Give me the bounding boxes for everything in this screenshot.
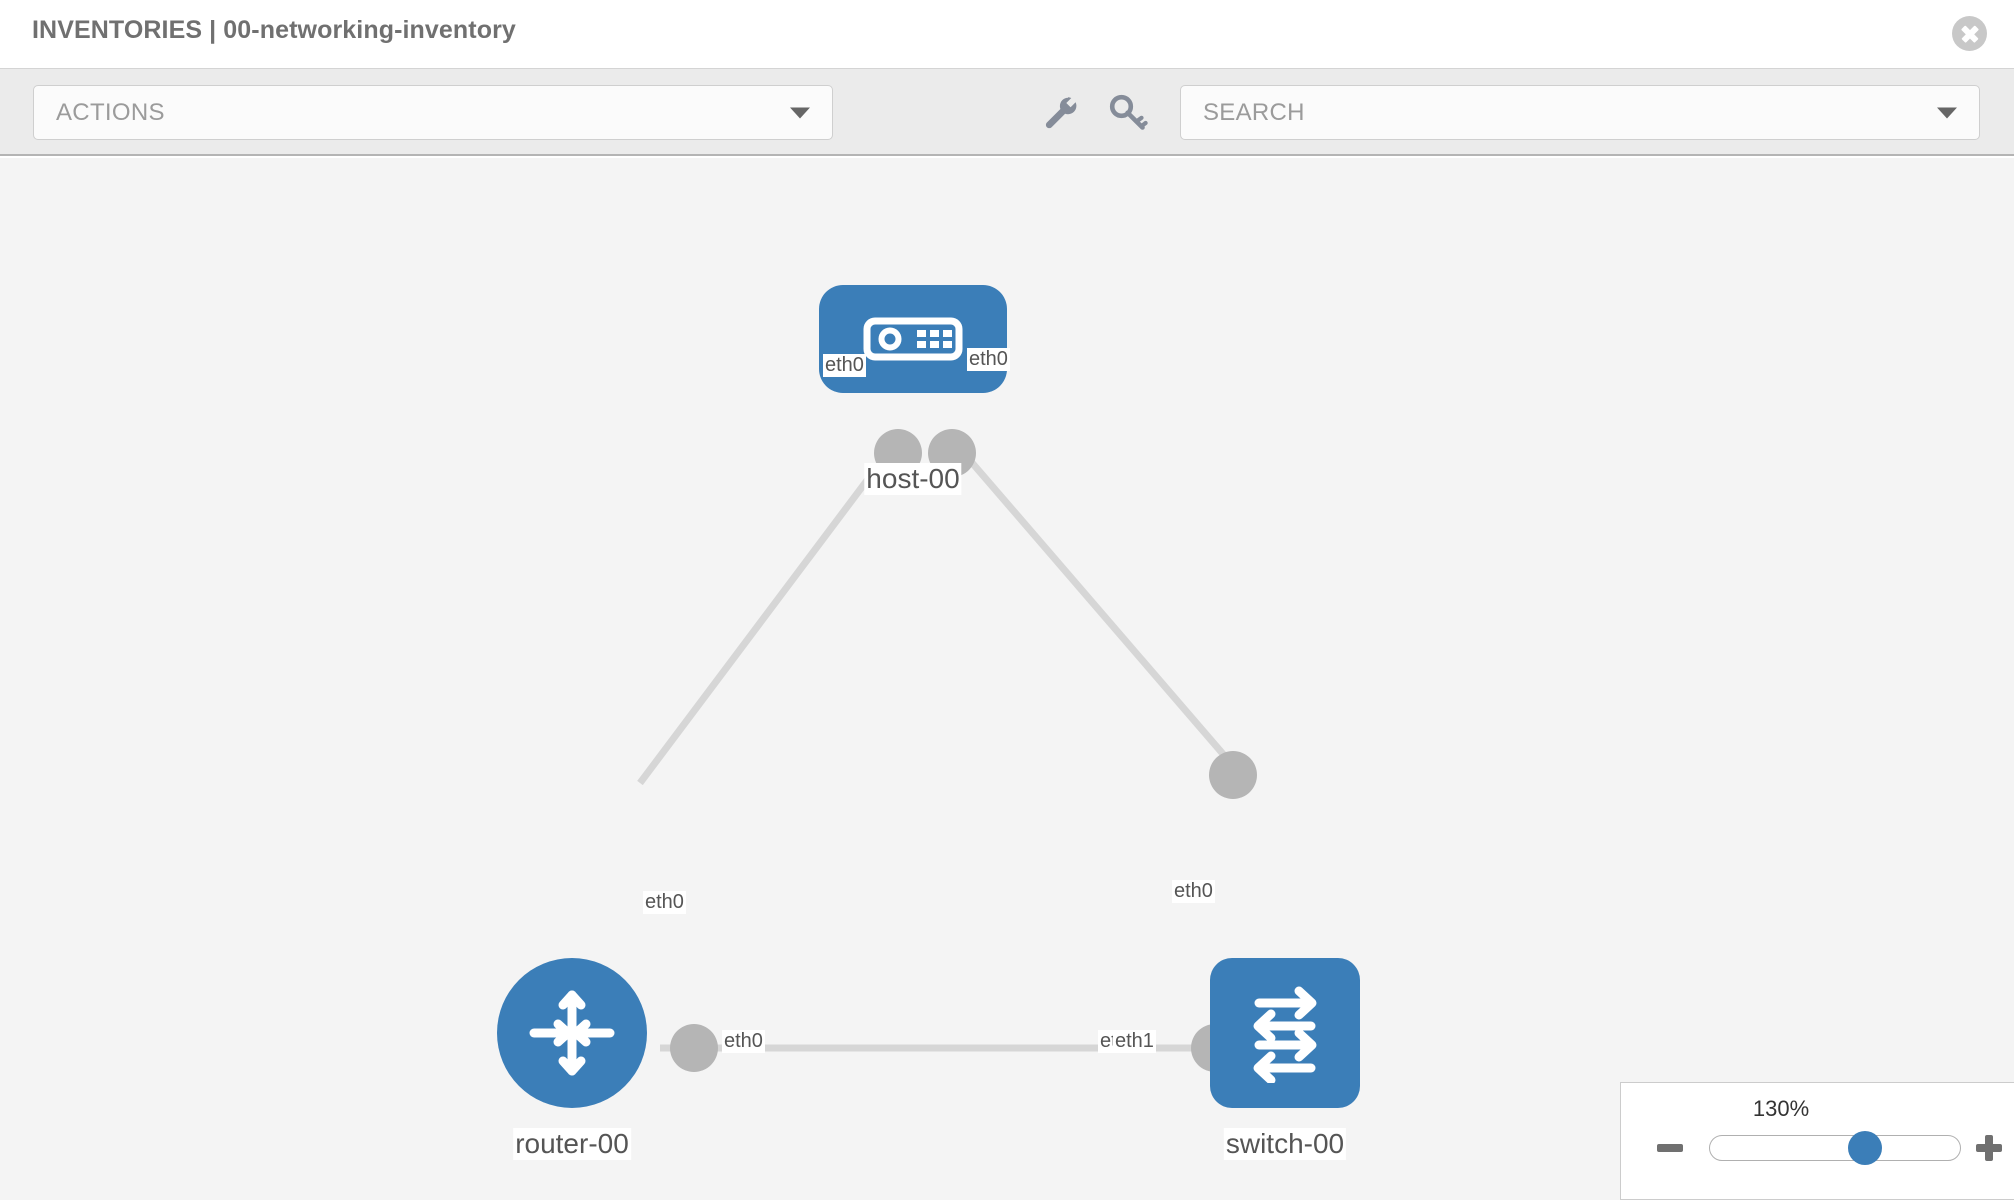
page-title: INVENTORIES | 00-networking-inventory xyxy=(32,16,516,44)
chevron-down-icon xyxy=(790,107,810,118)
node-switch-00-shape[interactable] xyxy=(1210,958,1360,1108)
edge-endpoint-host-right xyxy=(928,429,976,477)
page-header: INVENTORIES | 00-networking-inventory xyxy=(0,0,2014,68)
switch-arrows-icon xyxy=(1253,986,1317,1083)
server-icon xyxy=(863,317,963,361)
edge-endpoint-router-right xyxy=(670,1024,718,1072)
actions-dropdown[interactable]: ACTIONS xyxy=(33,85,833,140)
close-icon[interactable] xyxy=(1952,16,1987,51)
topology-canvas[interactable]: host-00 eth0 eth0 xyxy=(0,158,2014,1200)
topology-edges xyxy=(637,429,1257,1072)
router-arrows-icon xyxy=(529,990,615,1076)
wrench-icon[interactable] xyxy=(1039,91,1083,135)
plus-icon[interactable] xyxy=(1976,1135,2002,1161)
edge-endpoint-host-left xyxy=(874,429,922,477)
search-input[interactable]: SEARCH xyxy=(1180,85,1980,140)
edge-host-router xyxy=(637,440,898,786)
toolbar: ACTIONS SEARCH xyxy=(0,68,2014,156)
node-host-00-shape[interactable] xyxy=(819,285,1007,393)
edge-endpoint-switch-top xyxy=(1209,751,1257,799)
topology-graph: host-00 eth0 eth0 xyxy=(0,158,2014,1200)
zoom-control-panel: 130% xyxy=(1620,1082,2014,1200)
search-placeholder: SEARCH xyxy=(1203,98,1305,126)
node-router-00-shape[interactable] xyxy=(497,958,647,1108)
zoom-slider-thumb[interactable] xyxy=(1848,1131,1882,1165)
chevron-down-icon[interactable] xyxy=(1937,107,1957,118)
key-icon[interactable] xyxy=(1106,91,1150,135)
zoom-level-value: 130% xyxy=(1752,1096,1810,1121)
edge-host-switch xyxy=(952,440,1251,786)
minus-icon[interactable] xyxy=(1657,1144,1683,1152)
actions-dropdown-label: ACTIONS xyxy=(56,98,165,126)
zoom-slider-track[interactable] xyxy=(1709,1131,1961,1165)
